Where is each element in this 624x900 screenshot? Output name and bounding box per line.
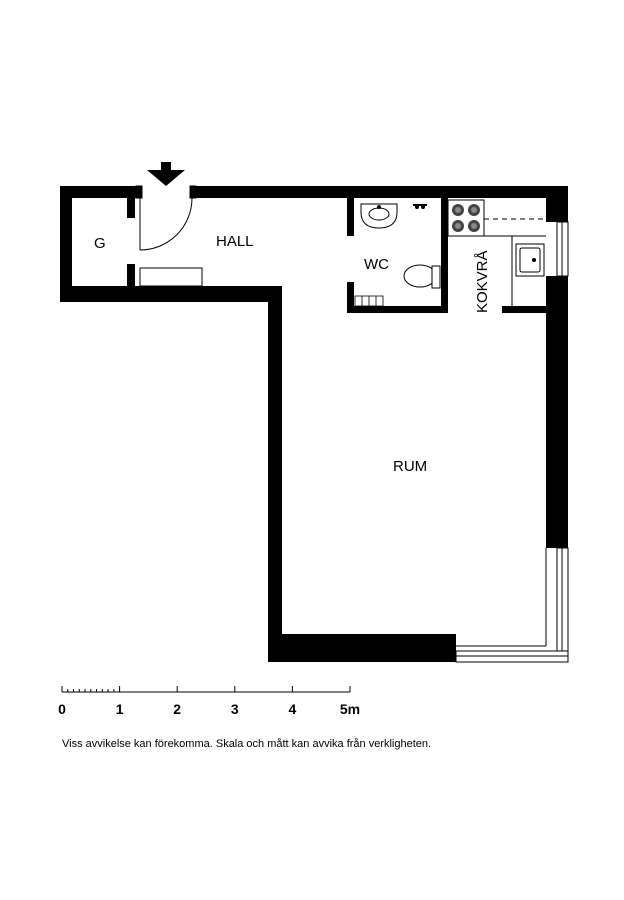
entrance-door: [135, 185, 197, 251]
room-label-kokvra: KOKVRÅ: [474, 250, 491, 313]
toilet-icon: [403, 264, 441, 289]
scale-bar: [61, 686, 351, 693]
entrance-arrow-icon: [147, 162, 185, 186]
scale-label: 5m: [340, 701, 360, 717]
wc-sink-icon: [360, 203, 398, 229]
room-label-hall: HALL: [216, 233, 254, 250]
room-label-wc: WC: [364, 256, 389, 273]
scale-labels: 0 1 2 3 4 5m: [58, 701, 360, 717]
stove-icon: [447, 199, 485, 237]
wc-tap-icon: [413, 204, 427, 209]
walls: [60, 186, 568, 662]
kitchen-sink-icon: [515, 243, 545, 277]
scale-label: 0: [58, 701, 66, 717]
hall-shelf: [139, 267, 203, 287]
scale-label: 1: [116, 701, 124, 717]
room-label-g: G: [94, 235, 106, 252]
window-right-top: [556, 221, 569, 277]
wc-radiator: [354, 295, 384, 307]
scale-label: 2: [173, 701, 181, 717]
kitchen-counter: [448, 218, 546, 306]
glass-corner-outline: [456, 548, 547, 647]
window-right-bottom: [556, 547, 569, 663]
room-label-rum: RUM: [393, 458, 427, 475]
scale-label: 4: [289, 701, 297, 717]
window-bottom: [455, 650, 569, 663]
disclaimer-text: Viss avvikelse kan förekomma. Skala och …: [62, 738, 432, 750]
scale-label: 3: [231, 701, 239, 717]
